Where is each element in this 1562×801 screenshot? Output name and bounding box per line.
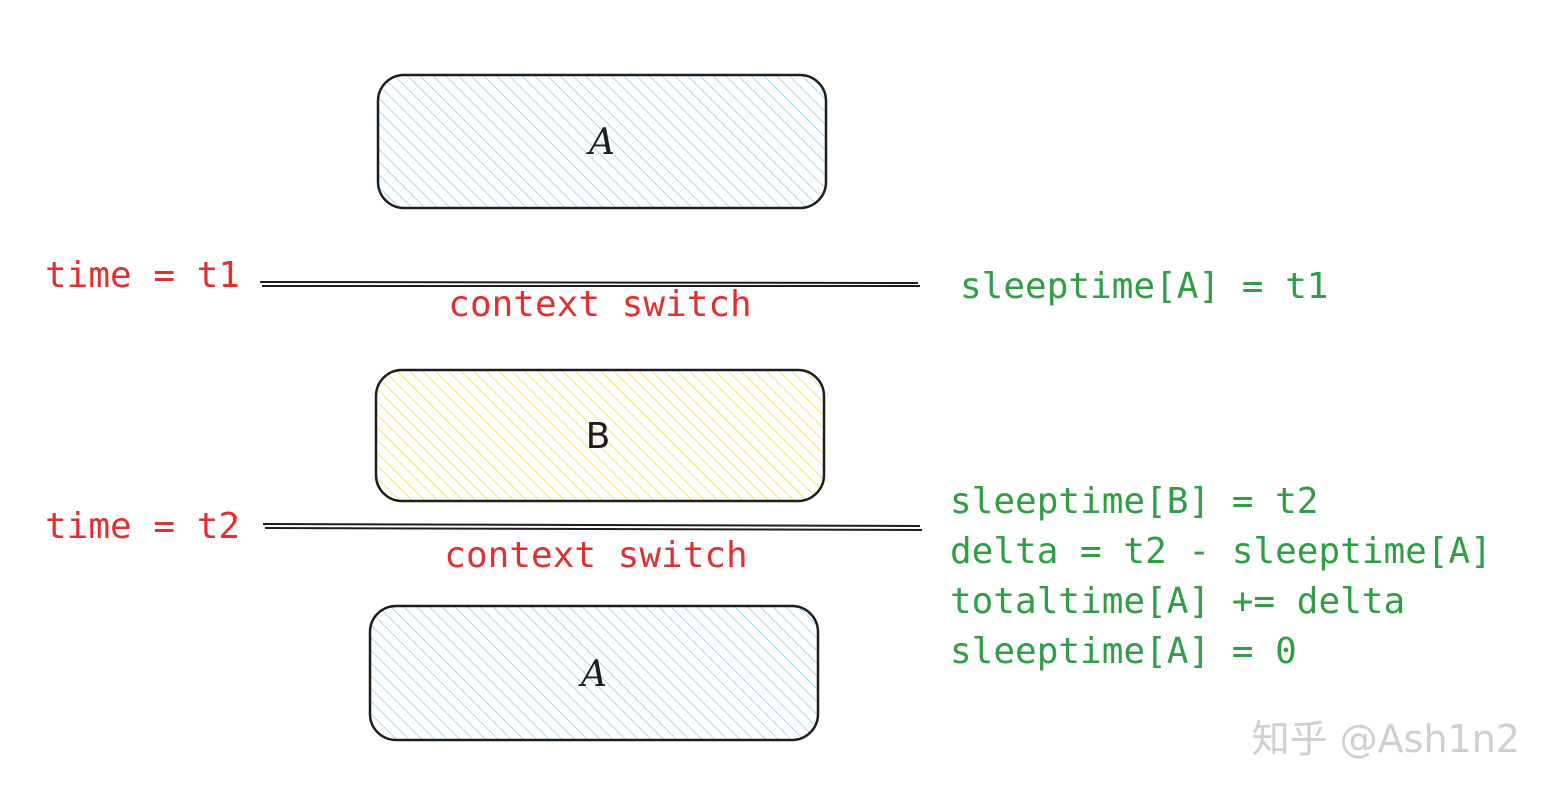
switch-note: sleeptime[A] = t1 <box>960 266 1328 307</box>
process-block-a-top: A <box>376 73 828 210</box>
switch-caption: context switch <box>444 535 747 576</box>
switch-note: totaltime[A] += delta <box>950 581 1405 622</box>
time-label: time = t2 <box>45 506 240 547</box>
block-label: A <box>578 654 607 695</box>
switch-caption: context switch <box>448 284 751 325</box>
switch-note: delta = t2 - sleeptime[A] <box>950 531 1492 572</box>
process-block-b: B <box>374 368 826 503</box>
watermark: 知乎 @Ash1n2 <box>1252 717 1520 761</box>
switch-line <box>262 523 923 531</box>
context-switch-1: time = t1 context switch sleeptime[A] = … <box>45 255 1328 325</box>
switch-note: sleeptime[B] = t2 <box>950 481 1318 522</box>
time-label: time = t1 <box>45 255 240 296</box>
process-block-a-bottom: A <box>368 604 820 742</box>
block-label: B <box>586 416 611 457</box>
switch-line <box>259 281 920 287</box>
block-label: A <box>586 122 615 163</box>
switch-note: sleeptime[A] = 0 <box>950 631 1297 672</box>
context-switch-2: time = t2 context switch sleeptime[B] = … <box>45 481 1492 672</box>
